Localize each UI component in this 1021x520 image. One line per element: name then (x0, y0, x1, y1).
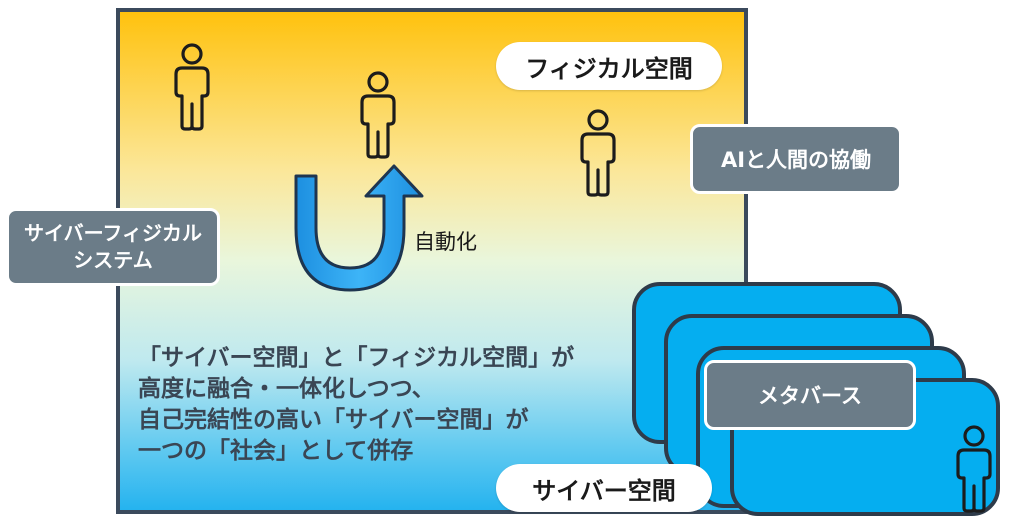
physical-space-text: フィジカル空間 (525, 54, 693, 83)
ai-collaboration-label: AIと人間の協働 (690, 124, 902, 194)
u-turn-arrow-icon (294, 164, 424, 292)
cps-line1: サイバーフィジカル (24, 221, 202, 245)
cyber-space-label: サイバー空間 (496, 464, 712, 512)
cyber-physical-system-label: サイバーフィジカル システム (6, 208, 220, 286)
description-line: 高度に融合・一体化しつつ、 (138, 376, 435, 402)
description-line: 一つの「社会」として併存 (138, 438, 414, 464)
cyber-space-text: サイバー空間 (532, 476, 676, 505)
person-icon (360, 71, 396, 159)
metaverse-text: メタバース (758, 384, 862, 408)
description-text: 「サイバー空間」と「フィジカル空間」が 高度に融合・一体化しつつ、 自己完結性の… (138, 343, 658, 467)
cps-line2: システム (73, 248, 153, 272)
person-icon (580, 109, 616, 197)
metaverse-label: メタバース (704, 360, 916, 430)
description-line: 「サイバー空間」と「フィジカル空間」が (138, 345, 575, 371)
ai-collaboration-text: AIと人間の協働 (720, 148, 872, 172)
physical-space-label: フィジカル空間 (496, 42, 722, 90)
description-line: 自己完結性の高い「サイバー空間」が (138, 407, 529, 433)
automation-label: 自動化 (414, 230, 477, 254)
person-icon (174, 43, 210, 131)
person-icon (956, 425, 992, 513)
